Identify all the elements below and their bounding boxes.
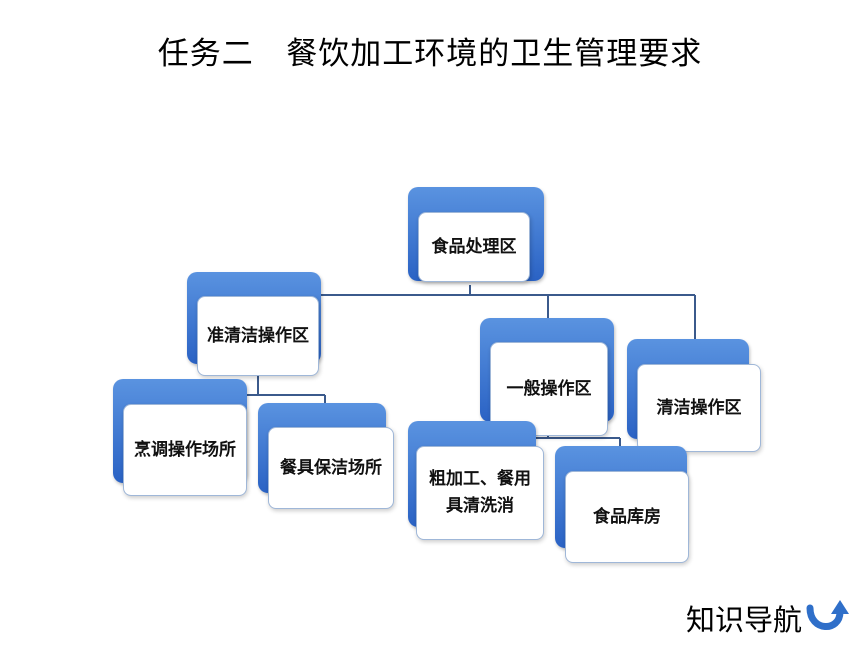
node-label: 准清洁操作区: [197, 296, 319, 376]
node-tableware-place: 餐具保洁场所: [258, 403, 398, 511]
node-general-area: 一般操作区: [480, 318, 620, 440]
node-cooking-place: 烹调操作场所: [113, 379, 253, 501]
node-food-processing-area: 食品处理区: [408, 187, 548, 287]
node-label: 食品处理区: [418, 212, 530, 282]
node-quasi-clean-area: 准清洁操作区: [187, 272, 327, 384]
node-label: 粗加工、餐用具清洗消: [416, 446, 544, 540]
node-label: 烹调操作场所: [123, 404, 247, 496]
node-label: 一般操作区: [490, 342, 608, 436]
page-title: 任务二 餐饮加工环境的卫生管理要求: [157, 36, 703, 72]
node-clean-area: 清洁操作区: [627, 339, 767, 457]
u-turn-arrow-icon: [806, 600, 849, 630]
node-label: 清洁操作区: [637, 364, 761, 452]
knowledge-nav-button[interactable]: 知识导航: [686, 597, 850, 639]
node-food-storage: 食品库房: [555, 446, 695, 568]
nav-label: 知识导航: [685, 603, 802, 637]
node-label: 食品库房: [565, 471, 689, 563]
node-rough-processing: 粗加工、餐用具清洗消: [408, 421, 548, 545]
node-label: 餐具保洁场所: [268, 427, 394, 509]
